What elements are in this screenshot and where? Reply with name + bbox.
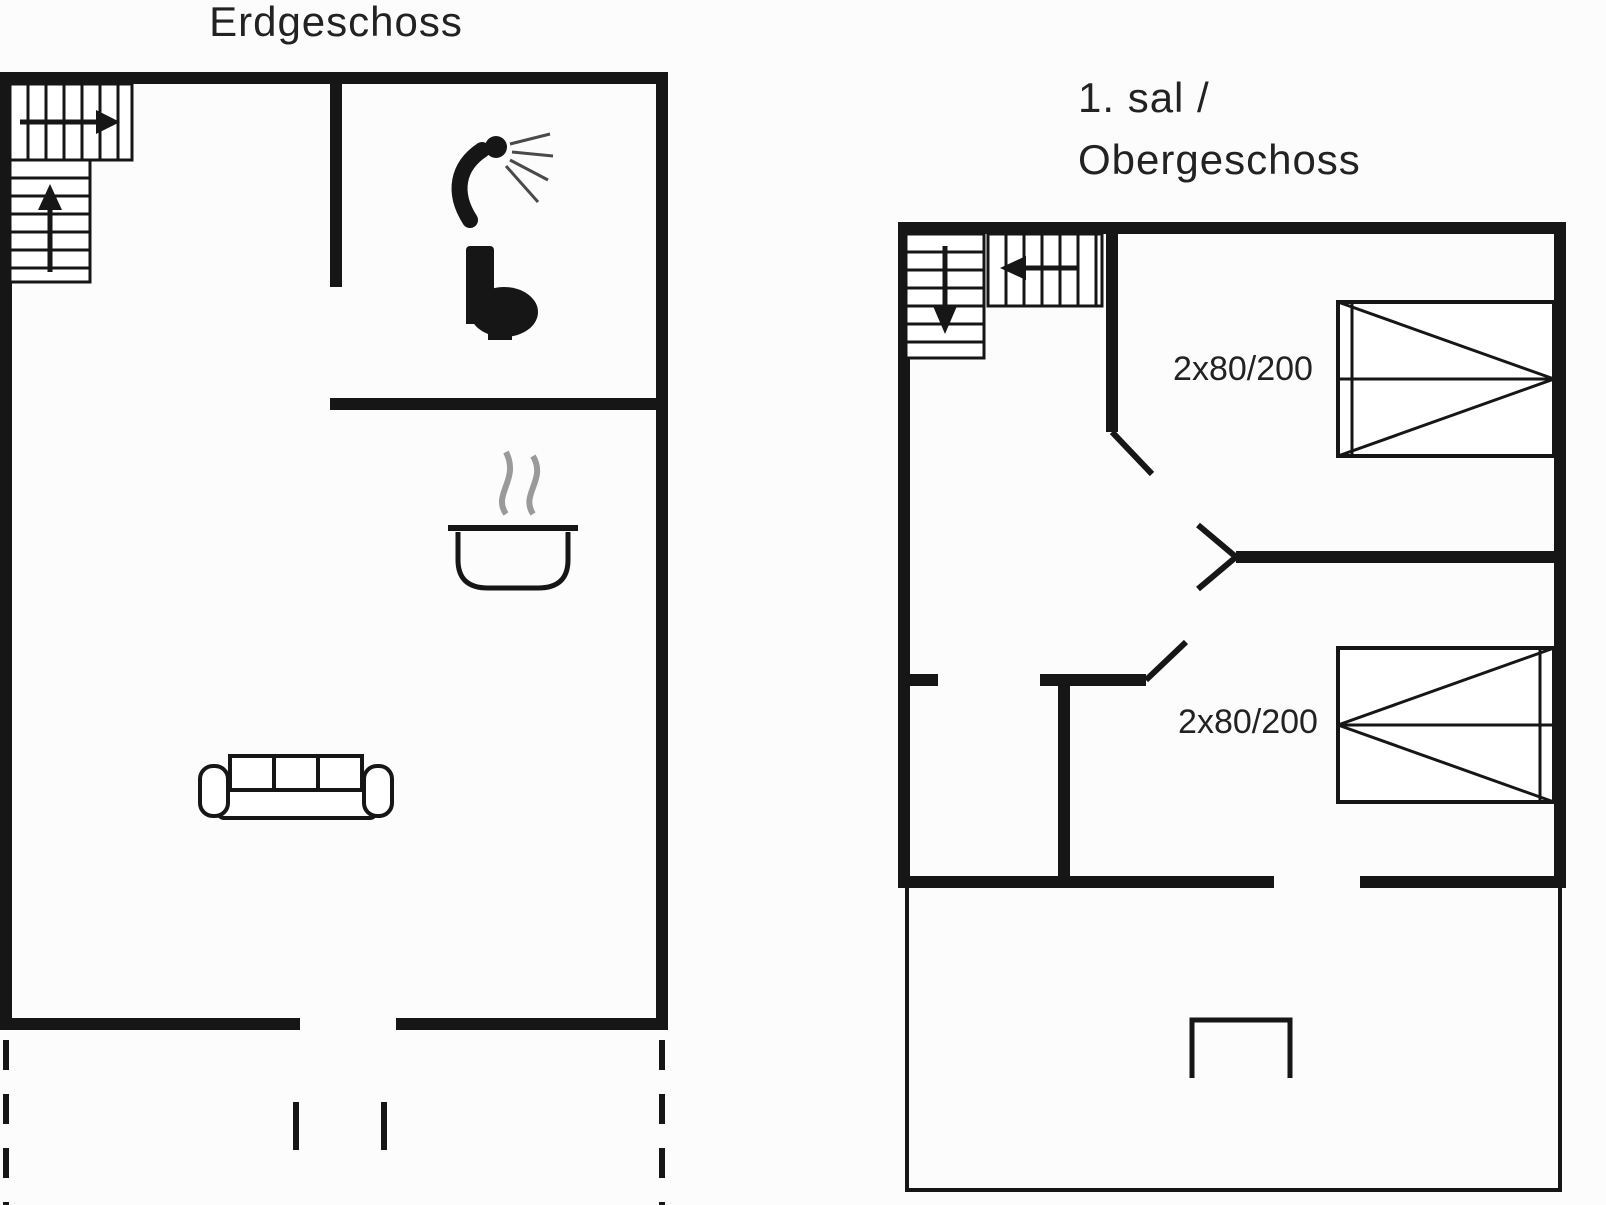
upper-floor-title-line1: 1. sal /	[1078, 74, 1210, 121]
stairs-icon	[8, 82, 134, 284]
bed-icon	[1336, 300, 1556, 458]
steam-icon	[498, 450, 541, 516]
arrow-up-icon	[38, 184, 62, 210]
bed-size-label: 2x80/200	[1173, 350, 1313, 388]
sofa-icon	[198, 754, 394, 820]
terrace-dashed-boundary	[3, 1040, 665, 1205]
balcony-railing-icon	[1189, 1017, 1293, 1078]
cooking-pot-icon	[448, 450, 578, 591]
erdgeschoss-floor-plan: Erdgeschoss	[0, 0, 668, 1205]
ground-floor-exterior-walls	[0, 72, 668, 1030]
door-swing-icon	[1196, 522, 1241, 592]
arrow-left-icon	[1000, 256, 1026, 280]
bed-size-label: 2x80/200	[1178, 703, 1318, 741]
ground-floor-title: Erdgeschoss	[209, 0, 463, 45]
upper-floor-exterior-walls	[898, 222, 1566, 888]
toilet-icon	[466, 246, 538, 340]
door-swing-icon	[1143, 639, 1189, 683]
obergeschoss-floor-plan: 1. sal / Obergeschoss	[898, 74, 1566, 1192]
arrow-right-icon	[96, 110, 120, 134]
upper-floor-title-line2: Obergeschoss	[1078, 136, 1361, 183]
arrow-down-icon	[933, 306, 957, 334]
bed-icon	[1336, 646, 1556, 804]
door-swing-icon	[1109, 429, 1155, 477]
upper-floor-interior-walls	[910, 222, 1554, 876]
bathroom-walls	[330, 72, 668, 410]
stairs-icon	[904, 232, 1104, 360]
shower-icon	[451, 132, 554, 228]
door-swing-icons	[1109, 429, 1241, 683]
balcony-outline	[905, 888, 1562, 1192]
